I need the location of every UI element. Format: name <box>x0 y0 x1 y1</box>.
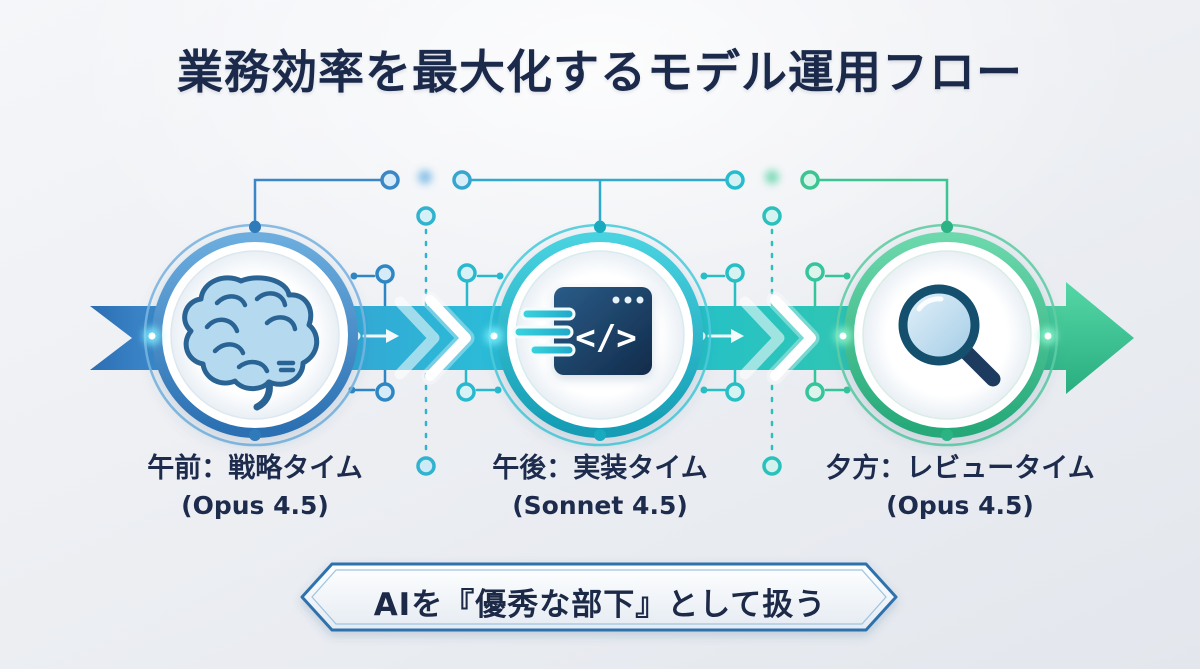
step-label-strategy: 午前：戦略タイム (Opus 4.5) <box>75 450 435 524</box>
step-time-label: 午後：実装タイム <box>492 453 708 484</box>
step-node-implementation: </> <box>488 221 712 447</box>
banner-side-lines <box>116 585 1058 606</box>
banner-shape <box>300 562 898 632</box>
chevron-separator <box>739 291 820 385</box>
arrow-head <box>1036 282 1134 394</box>
step-model-label: (Sonnet 4.5) <box>512 491 688 520</box>
magnifier-icon <box>898 284 1001 387</box>
glow-dot <box>418 170 432 184</box>
bottom-banner <box>116 562 1058 632</box>
step-time-label: 夕方：レビュータイム <box>825 453 1095 484</box>
banner-text: AIを『優秀な部下』として扱う <box>373 587 827 623</box>
step-node-strategy <box>143 221 367 447</box>
page-title: 業務効率を最大化するモデル運用フロー <box>177 45 1023 99</box>
code-window-icon: </> <box>512 287 652 375</box>
glow-dot <box>765 170 779 184</box>
circuit-decoration <box>249 170 953 476</box>
step-model-label: (Opus 4.5) <box>181 491 329 520</box>
step-label-implementation: 午後：実装タイム (Sonnet 4.5) <box>420 450 780 524</box>
speed-lines <box>512 307 576 357</box>
step-label-review: 夕方：レビュータイム (Opus 4.5) <box>775 450 1145 524</box>
step-node-review <box>835 221 1059 447</box>
chevron-separator <box>394 291 475 385</box>
code-glyph: </> <box>575 318 636 358</box>
dashed-column <box>416 206 436 476</box>
step-model-label: (Opus 4.5) <box>886 491 1034 520</box>
brain-icon <box>182 275 320 411</box>
band-glow-dots <box>143 327 1057 345</box>
step-time-label: 午前：戦略タイム <box>147 453 363 484</box>
